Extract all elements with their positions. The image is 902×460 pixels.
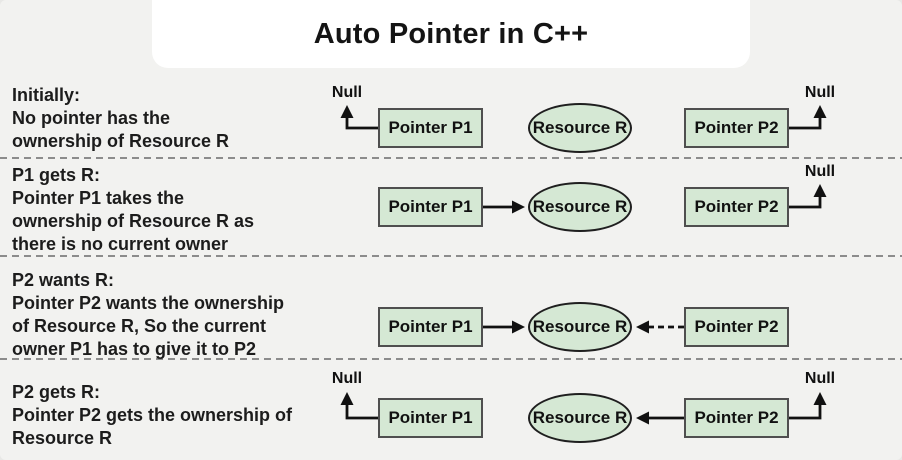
row-caption-initially: Initially: No pointer has the ownership …: [12, 85, 230, 151]
pointer-p1-node: Pointer P1: [378, 187, 483, 227]
row-caption-p2-gets-r: P2 gets R: Pointer P2 gets the ownership…: [12, 382, 293, 448]
pointer-p2-node: Pointer P2: [684, 307, 789, 347]
null-label: Null: [804, 163, 836, 180]
p2-to-null-arrow: [789, 105, 827, 130]
null-label: Null: [804, 370, 836, 387]
p1-to-null-arrow: [340, 105, 378, 130]
pointer-p2-node: Pointer P2: [684, 187, 789, 227]
pointer-p1-node: Pointer P1: [378, 307, 483, 347]
null-label: Null: [331, 370, 363, 387]
p1-to-null-arrow: [340, 392, 378, 420]
row-caption-p2-wants-r: P2 wants R: Pointer P2 wants the ownersh…: [12, 270, 285, 359]
title-panel: Auto Pointer in C++: [152, 0, 750, 68]
null-label: Null: [804, 84, 836, 101]
resource-r-node: Resource R: [528, 103, 632, 153]
pointer-p1-node: Pointer P1: [378, 398, 483, 438]
p2-to-null-arrow: [789, 392, 827, 420]
null-label: Null: [331, 84, 363, 101]
pointer-p2-node: Pointer P2: [684, 398, 789, 438]
pointer-p2-node: Pointer P2: [684, 108, 789, 148]
page-title: Auto Pointer in C++: [313, 17, 589, 50]
resource-r-node: Resource R: [528, 302, 632, 352]
row-caption-p1-gets-r: P1 gets R: Pointer P1 takes the ownershi…: [12, 165, 255, 254]
pointer-p1-node: Pointer P1: [378, 108, 483, 148]
p2-to-null-arrow: [789, 184, 827, 209]
resource-r-node: Resource R: [528, 182, 632, 232]
resource-r-node: Resource R: [528, 393, 632, 443]
